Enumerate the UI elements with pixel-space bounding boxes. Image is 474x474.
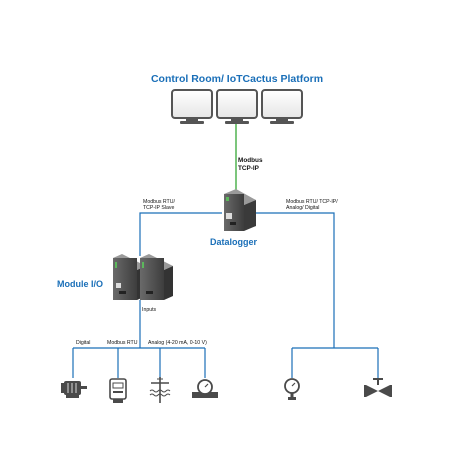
flow-meter-icon (192, 379, 218, 398)
level-sensor-icon (149, 377, 171, 403)
input-analog-label: Analog (4-20 mA, 0-10 V) (148, 340, 207, 346)
datalogger-label: Datalogger (210, 237, 258, 247)
left-link-protocol-line2: TCP-IP Slave (143, 205, 175, 211)
module-io-label: Module I/O (57, 279, 103, 289)
uplink-protocol-line2: TCP-IP (238, 165, 259, 172)
monitor-icon (171, 89, 213, 124)
monitor-icon (216, 89, 258, 124)
right-link-protocol-line2: Analog/ Digital (286, 205, 320, 211)
left-link-line (139, 212, 222, 256)
motor-icon (61, 381, 87, 398)
datalogger-device-icon (224, 189, 256, 231)
platform-title: Control Room/ IoTCactus Platform (150, 73, 324, 85)
valve-icon (364, 378, 392, 397)
pressure-gauge-icon (284, 378, 300, 400)
input-digital-label: Digital (76, 340, 91, 346)
inputs-label: Inputs (142, 307, 157, 313)
right-link-protocol-line1: Modbus RTU/ TCP-IP/ (286, 199, 338, 205)
energy-meter-icon (109, 378, 127, 403)
uplink-protocol-line1: Modbus (238, 157, 263, 164)
connection-lines (72, 124, 379, 378)
input-modbus-rtu-label: Modbus RTU (107, 340, 138, 346)
right-link-line (255, 212, 335, 348)
module-io-device-icon (113, 254, 173, 300)
monitor-icon (261, 89, 303, 124)
left-link-protocol-line1: Modbus RTU/ (143, 199, 175, 205)
